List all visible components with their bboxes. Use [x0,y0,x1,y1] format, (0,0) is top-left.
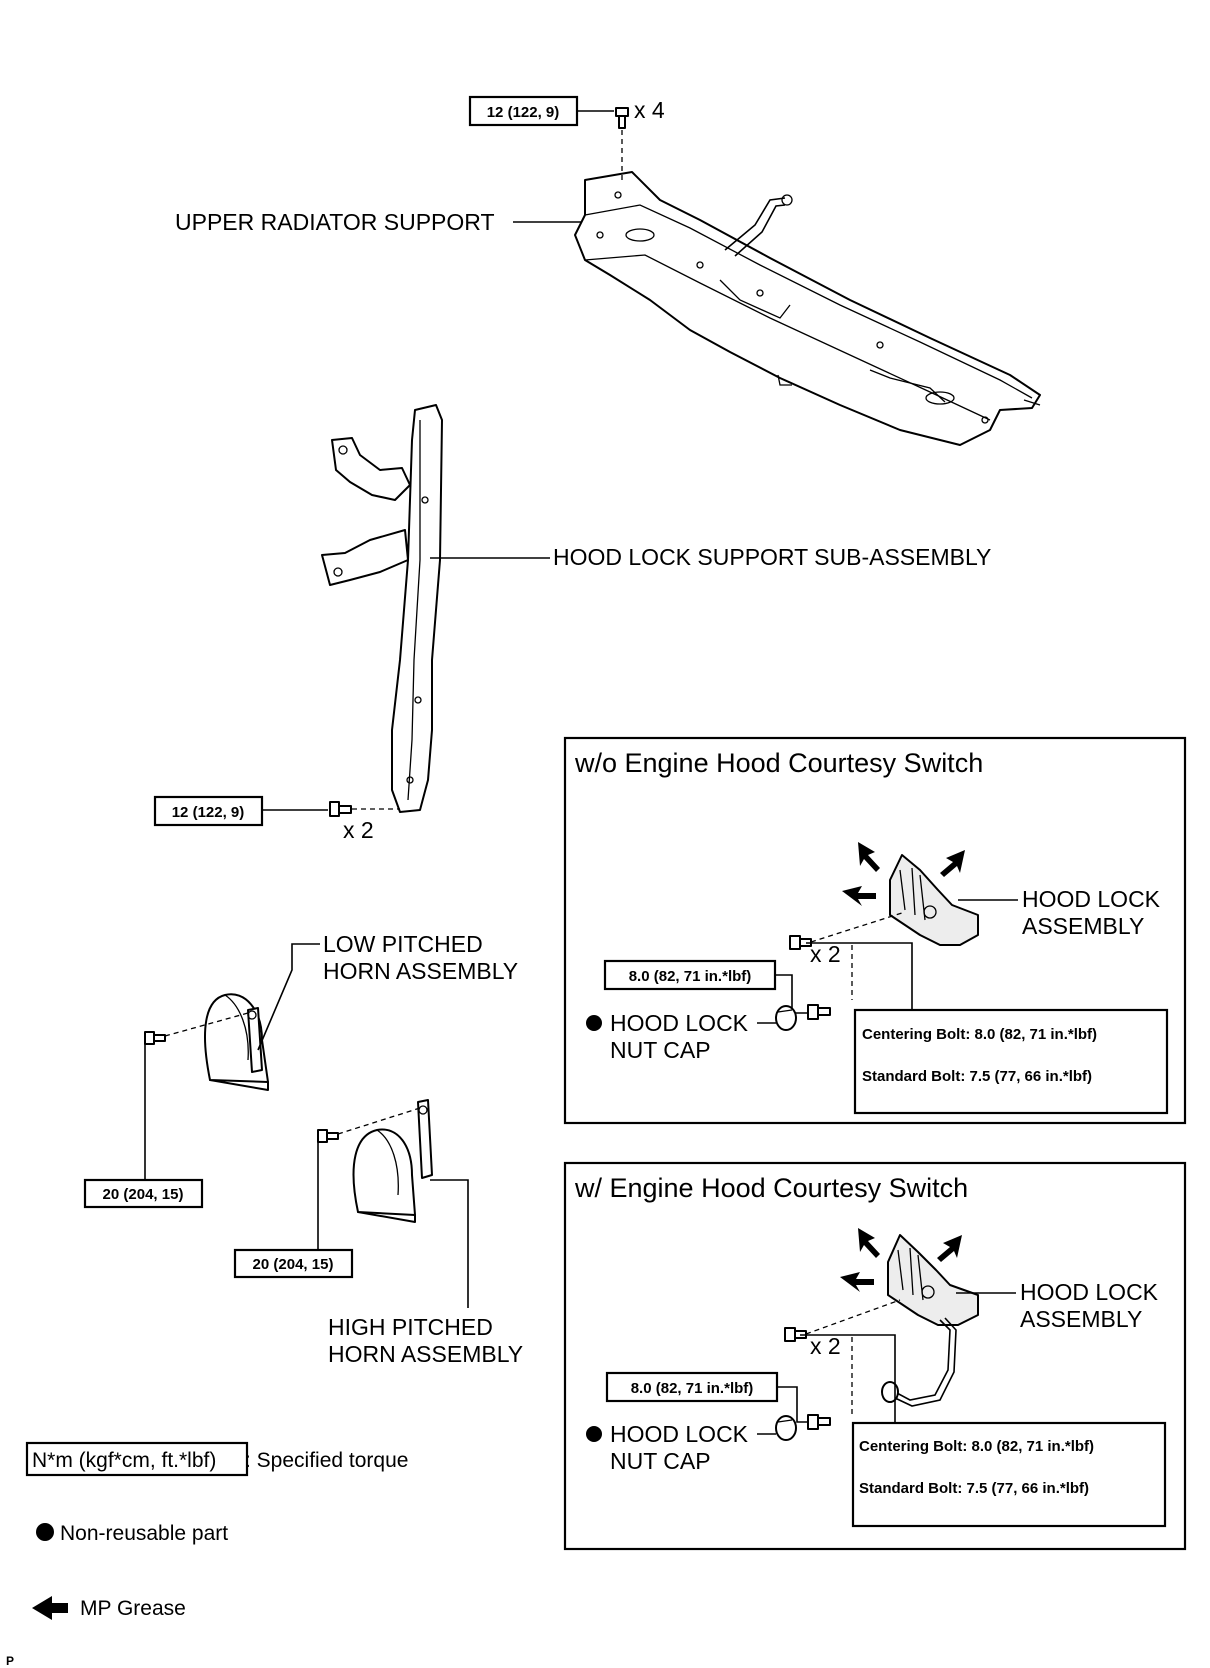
box-wo-bolt-top-icon [789,911,906,950]
box-w-nut-cap-label-1: HOOD LOCK [610,1421,749,1447]
torque-box-low-horn [83,1178,204,1209]
box-wo-hood-lock-label-1: HOOD LOCK [1022,886,1161,912]
torque-box-upper [468,95,579,127]
box-w-torque-text: 8.0 (82, 71 in.*lbf) [631,1380,754,1397]
box-w-bolt-bottom-icon [807,1414,831,1430]
box-wo-title: w/o Engine Hood Courtesy Switch [574,748,983,778]
box-w-non-reusable-dot [586,1426,602,1442]
torque-high-horn-text: 20 (204, 15) [253,1256,334,1273]
box-wo-hood-lock-label-2: ASSEMBLY [1022,913,1144,939]
hood-lock-support-drawing [321,404,443,813]
support-bolt-icon [329,801,400,817]
torque-upper-text: 12 (122, 9) [487,104,560,121]
box-without-courtesy-switch: w/o Engine Hood Courtesy Switch HOOD LOC… [563,736,1187,1125]
legend: N*m (kgf*cm, ft.*lbf) : Specified torque… [6,1441,408,1668]
box-with-courtesy-switch: w/ Engine Hood Courtesy Switch HOOD LOCK… [563,1161,1187,1551]
grease-arrows-w [840,1228,962,1292]
footer-letter: P [6,1654,14,1668]
high-horn-label-1: HIGH PITCHED [328,1314,493,1340]
box-wo-nut-cap-label-2: NUT CAP [610,1037,711,1063]
box-wo-qty: x 2 [810,941,841,967]
box-wo-non-reusable-dot [586,1015,602,1031]
torque-support-text: 12 (122, 9) [172,804,245,821]
upper-qty-text: x 4 [634,97,665,123]
support-qty-text: x 2 [343,817,374,843]
legend-torque-desc: : Specified torque [245,1449,408,1472]
low-horn-label-2: HORN ASSEMBLY [323,958,518,984]
grease-arrows-wo [842,842,965,906]
hood-lock-assembly-drawing-wo [889,854,979,946]
box-wo-nut-cap-icon [775,1005,797,1031]
box-w-qty: x 2 [810,1333,841,1359]
box-w-hood-lock-label-2: ASSEMBLY [1020,1306,1142,1332]
box-w-standard-bolt: Standard Bolt: 7.5 (77, 66 in.*lbf) [859,1480,1089,1497]
torque-low-horn-text: 20 (204, 15) [103,1186,184,1203]
box-wo-bolt-spec-box [853,1008,1169,1115]
upper-radiator-support-label: UPPER RADIATOR SUPPORT [175,209,495,235]
box-w-centering-bolt: Centering Bolt: 8.0 (82, 71 in.*lbf) [859,1438,1094,1455]
box-w-bolt-spec-box [851,1421,1167,1528]
torque-box-high-horn [233,1248,354,1279]
box-w-nut-cap-label-2: NUT CAP [610,1448,711,1474]
legend-torque-unit: N*m (kgf*cm, ft.*lbf) [32,1449,216,1472]
low-horn-drawing [204,993,269,1091]
box-w-nut-cap-icon [775,1415,797,1441]
low-horn-label-1: LOW PITCHED [323,931,483,957]
box-wo-centering-bolt: Centering Bolt: 8.0 (82, 71 in.*lbf) [862,1026,1097,1043]
legend-non-reusable: Non-reusable part [60,1522,228,1545]
hood-lock-support-label: HOOD LOCK SUPPORT SUB-ASSEMBLY [553,544,991,570]
upper-radiator-support-drawing [574,171,1041,446]
upper-bolt-icon [615,107,629,180]
high-horn-drawing [352,1099,433,1223]
legend-torque-box [25,1441,249,1477]
box-wo-torque-text: 8.0 (82, 71 in.*lbf) [629,968,752,985]
box-w-title: w/ Engine Hood Courtesy Switch [574,1173,968,1203]
box-wo-standard-bolt: Standard Bolt: 7.5 (77, 66 in.*lbf) [862,1068,1092,1085]
legend-mp-grease: MP Grease [80,1597,186,1620]
box-wo-nut-cap-label-1: HOOD LOCK [610,1010,749,1036]
box-wo-bolt-bottom-icon [807,1004,831,1020]
high-horn-label-2: HORN ASSEMBLY [328,1341,523,1367]
box-w-hood-lock-label-1: HOOD LOCK [1020,1279,1159,1305]
mp-grease-arrow-icon [32,1596,68,1620]
hood-lock-assembly-drawing-w [881,1234,979,1407]
torque-box-support [153,795,264,827]
non-reusable-dot-icon [36,1523,54,1541]
